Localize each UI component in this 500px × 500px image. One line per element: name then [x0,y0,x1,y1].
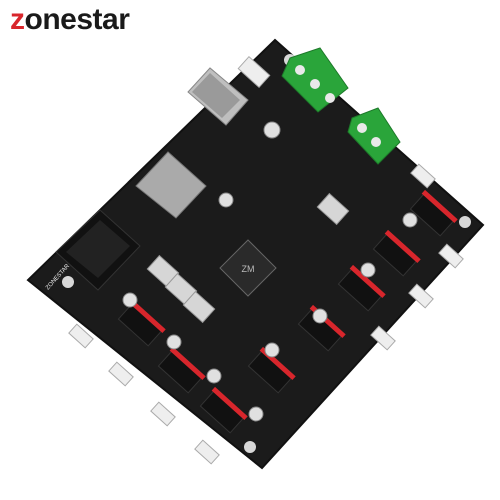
brand-logo-rest: onestar [24,3,130,36]
terminal-block-heater [347,107,401,165]
capacitors [122,121,418,422]
mount-hole [459,216,471,228]
driver-socket [409,189,458,237]
mount-hole [62,276,74,288]
usb-port [187,67,249,126]
terminal-block-power [281,47,349,113]
driver-socket [199,386,248,434]
driver-socket [337,264,386,312]
brand-logo-z: z [10,3,25,36]
expansion-header [55,209,141,291]
chip-label: ZM [242,264,255,274]
driver-socket [157,346,206,394]
connector [237,55,271,89]
mcu-chip: ZM [219,239,277,297]
brand-logo: zonestar [10,3,130,37]
mount-hole [244,441,256,453]
sd-card-slot [135,151,207,219]
driver-socket [372,229,421,277]
edge-connectors [68,163,464,465]
heat-sinks [146,192,350,324]
driver-socket [117,299,166,347]
